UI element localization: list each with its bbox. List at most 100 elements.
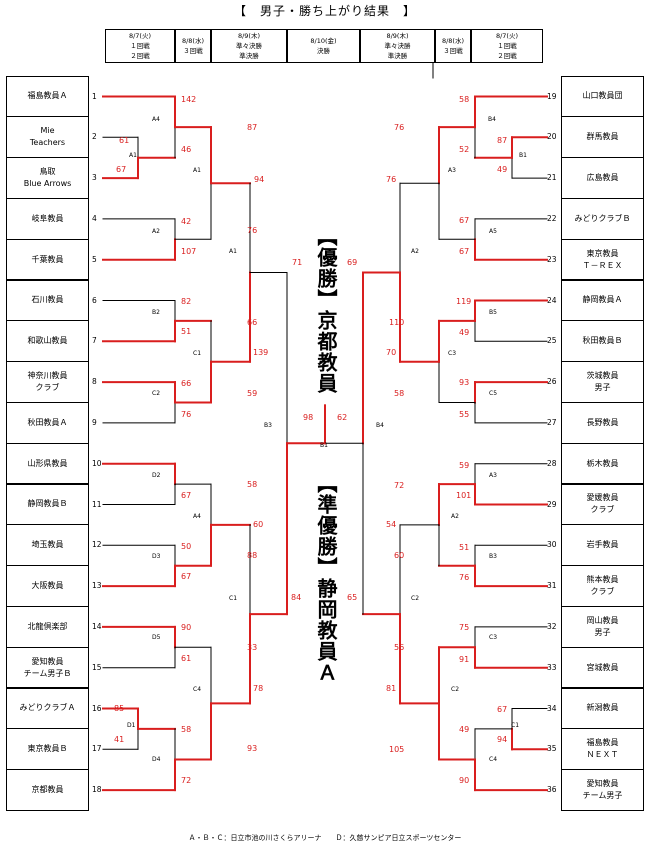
score-value: 60 [394, 551, 405, 560]
score-value: 67 [497, 705, 508, 714]
score-value: 81 [386, 684, 397, 693]
score-value: 142 [181, 95, 197, 104]
round-header-cell: 8/8(水)３回戦 [175, 29, 211, 63]
score-value: 76 [459, 573, 470, 582]
score-value: 69 [347, 258, 358, 267]
team-name: 秋田教員Ｂ [582, 336, 623, 346]
team-name: 埼玉教員 [31, 540, 64, 550]
score-value: 71 [292, 258, 303, 267]
seed-number: 4 [92, 213, 97, 223]
round-header-line: １回戦 [497, 42, 517, 50]
score-value: 66 [181, 379, 192, 388]
score-value: 98 [303, 413, 314, 422]
seed-number: 9 [92, 417, 97, 427]
score-value: 72 [181, 776, 192, 785]
team-box: 京都教員 [6, 769, 89, 811]
seed-number: 34 [547, 703, 557, 713]
score-value: 42 [181, 217, 192, 226]
team-name: 愛知教員 [31, 656, 64, 666]
score-value: 107 [181, 247, 197, 256]
match-label: B5 [489, 309, 497, 316]
round-header-line: 準決勝 [239, 52, 259, 60]
team-box: 福島教員 ＮＥＸＴ [561, 728, 644, 771]
team-name: 岐阜教員 [31, 213, 64, 223]
champion-label: 【優勝】京都教員 [314, 226, 338, 394]
team-name: 鳥取 [39, 166, 56, 176]
team-box: 岐阜教員 [6, 197, 89, 240]
score-value: 76 [247, 226, 258, 235]
score-value: 49 [497, 165, 508, 174]
team-box: 東京教員Ｂ [6, 728, 89, 771]
team-name: 石川教員 [31, 295, 64, 305]
seed-number: 11 [92, 499, 102, 509]
seed-number: 29 [547, 499, 557, 509]
team-box: 広島教員 [561, 157, 644, 199]
seed-number: 14 [92, 621, 102, 631]
seed-number: 8 [92, 377, 97, 387]
seed-number: 17 [92, 744, 102, 754]
round-header-cell: 8/10(金)決勝 [287, 29, 360, 63]
team-name: 福島教員 [586, 738, 619, 748]
team-box: 福島教員Ａ [6, 75, 89, 118]
match-label: B1 [519, 152, 527, 159]
score-value: 58 [181, 725, 192, 734]
venue-footer: Ａ・Ｂ・Ｃ：日立市池の川さくらアリーナ Ｄ：久慈サンピア日立スポーツセンター [188, 834, 462, 842]
seed-number: 1 [92, 91, 97, 101]
team-box: 岡山教員男子 [561, 605, 644, 648]
team-name: 岡山教員 [586, 615, 619, 625]
seed-number: 32 [547, 621, 557, 631]
match-label: A2 [411, 248, 419, 255]
score-value: 51 [181, 327, 192, 336]
team-box: 長野教員 [561, 401, 644, 444]
score-value: 119 [456, 297, 472, 306]
match-label: C1 [229, 595, 238, 602]
match-label: D3 [152, 553, 161, 560]
round-header-line: ２回戦 [130, 52, 150, 60]
team-name: 新潟教員 [586, 703, 619, 713]
team-box: 静岡教員Ｂ [6, 483, 89, 526]
round-header-line: ２回戦 [497, 52, 517, 60]
round-header-line: １回戦 [130, 42, 150, 50]
score-value: 87 [247, 123, 258, 132]
match-label: C3 [489, 634, 498, 641]
team-name: 秋田教員Ａ [27, 417, 68, 427]
score-value: 94 [254, 175, 265, 184]
seed-number: 36 [547, 785, 557, 795]
team-box: みどりクラブＢ [561, 197, 644, 240]
score-value: 58 [459, 95, 470, 104]
score-value: 93 [459, 378, 470, 387]
match-label: B3 [489, 553, 497, 560]
team-name: 千葉教員 [31, 254, 64, 264]
team-name: Mie [40, 126, 55, 136]
team-name: チーム男子 [582, 790, 623, 800]
score-value: 70 [386, 348, 397, 357]
score-value: 76 [394, 123, 405, 132]
seed-number: 6 [92, 295, 97, 305]
match-label: C1 [511, 722, 520, 729]
score-value: 88 [247, 551, 258, 560]
score-value: 61 [119, 136, 130, 145]
round-header-cell: 8/8(水)３回戦 [435, 29, 471, 63]
score-value: 84 [291, 593, 302, 602]
score-value: 49 [459, 328, 470, 337]
team-name: 愛媛教員 [586, 493, 619, 503]
match-label: C2 [152, 390, 161, 397]
team-box: 埼玉教員 [6, 524, 89, 567]
team-name: 男子 [594, 627, 611, 637]
match-label: D2 [152, 472, 161, 479]
match-label: B4 [488, 116, 496, 123]
score-value: 90 [181, 623, 192, 632]
seed-number: 16 [92, 703, 102, 713]
score-value: 67 [181, 572, 192, 581]
round-header-line: 8/9(木) [237, 32, 261, 40]
team-name: 静岡教員Ｂ [27, 499, 68, 509]
seed-number: 3 [92, 173, 97, 183]
team-name: 長野教員 [586, 417, 619, 427]
team-name: みどりクラブＡ [19, 703, 76, 713]
seed-number: 30 [547, 540, 557, 550]
match-label: A2 [152, 228, 160, 235]
team-name: ＮＥＸＴ [586, 750, 619, 760]
score-value: 59 [247, 389, 258, 398]
score-value: 52 [459, 145, 470, 154]
score-value: 90 [459, 776, 470, 785]
